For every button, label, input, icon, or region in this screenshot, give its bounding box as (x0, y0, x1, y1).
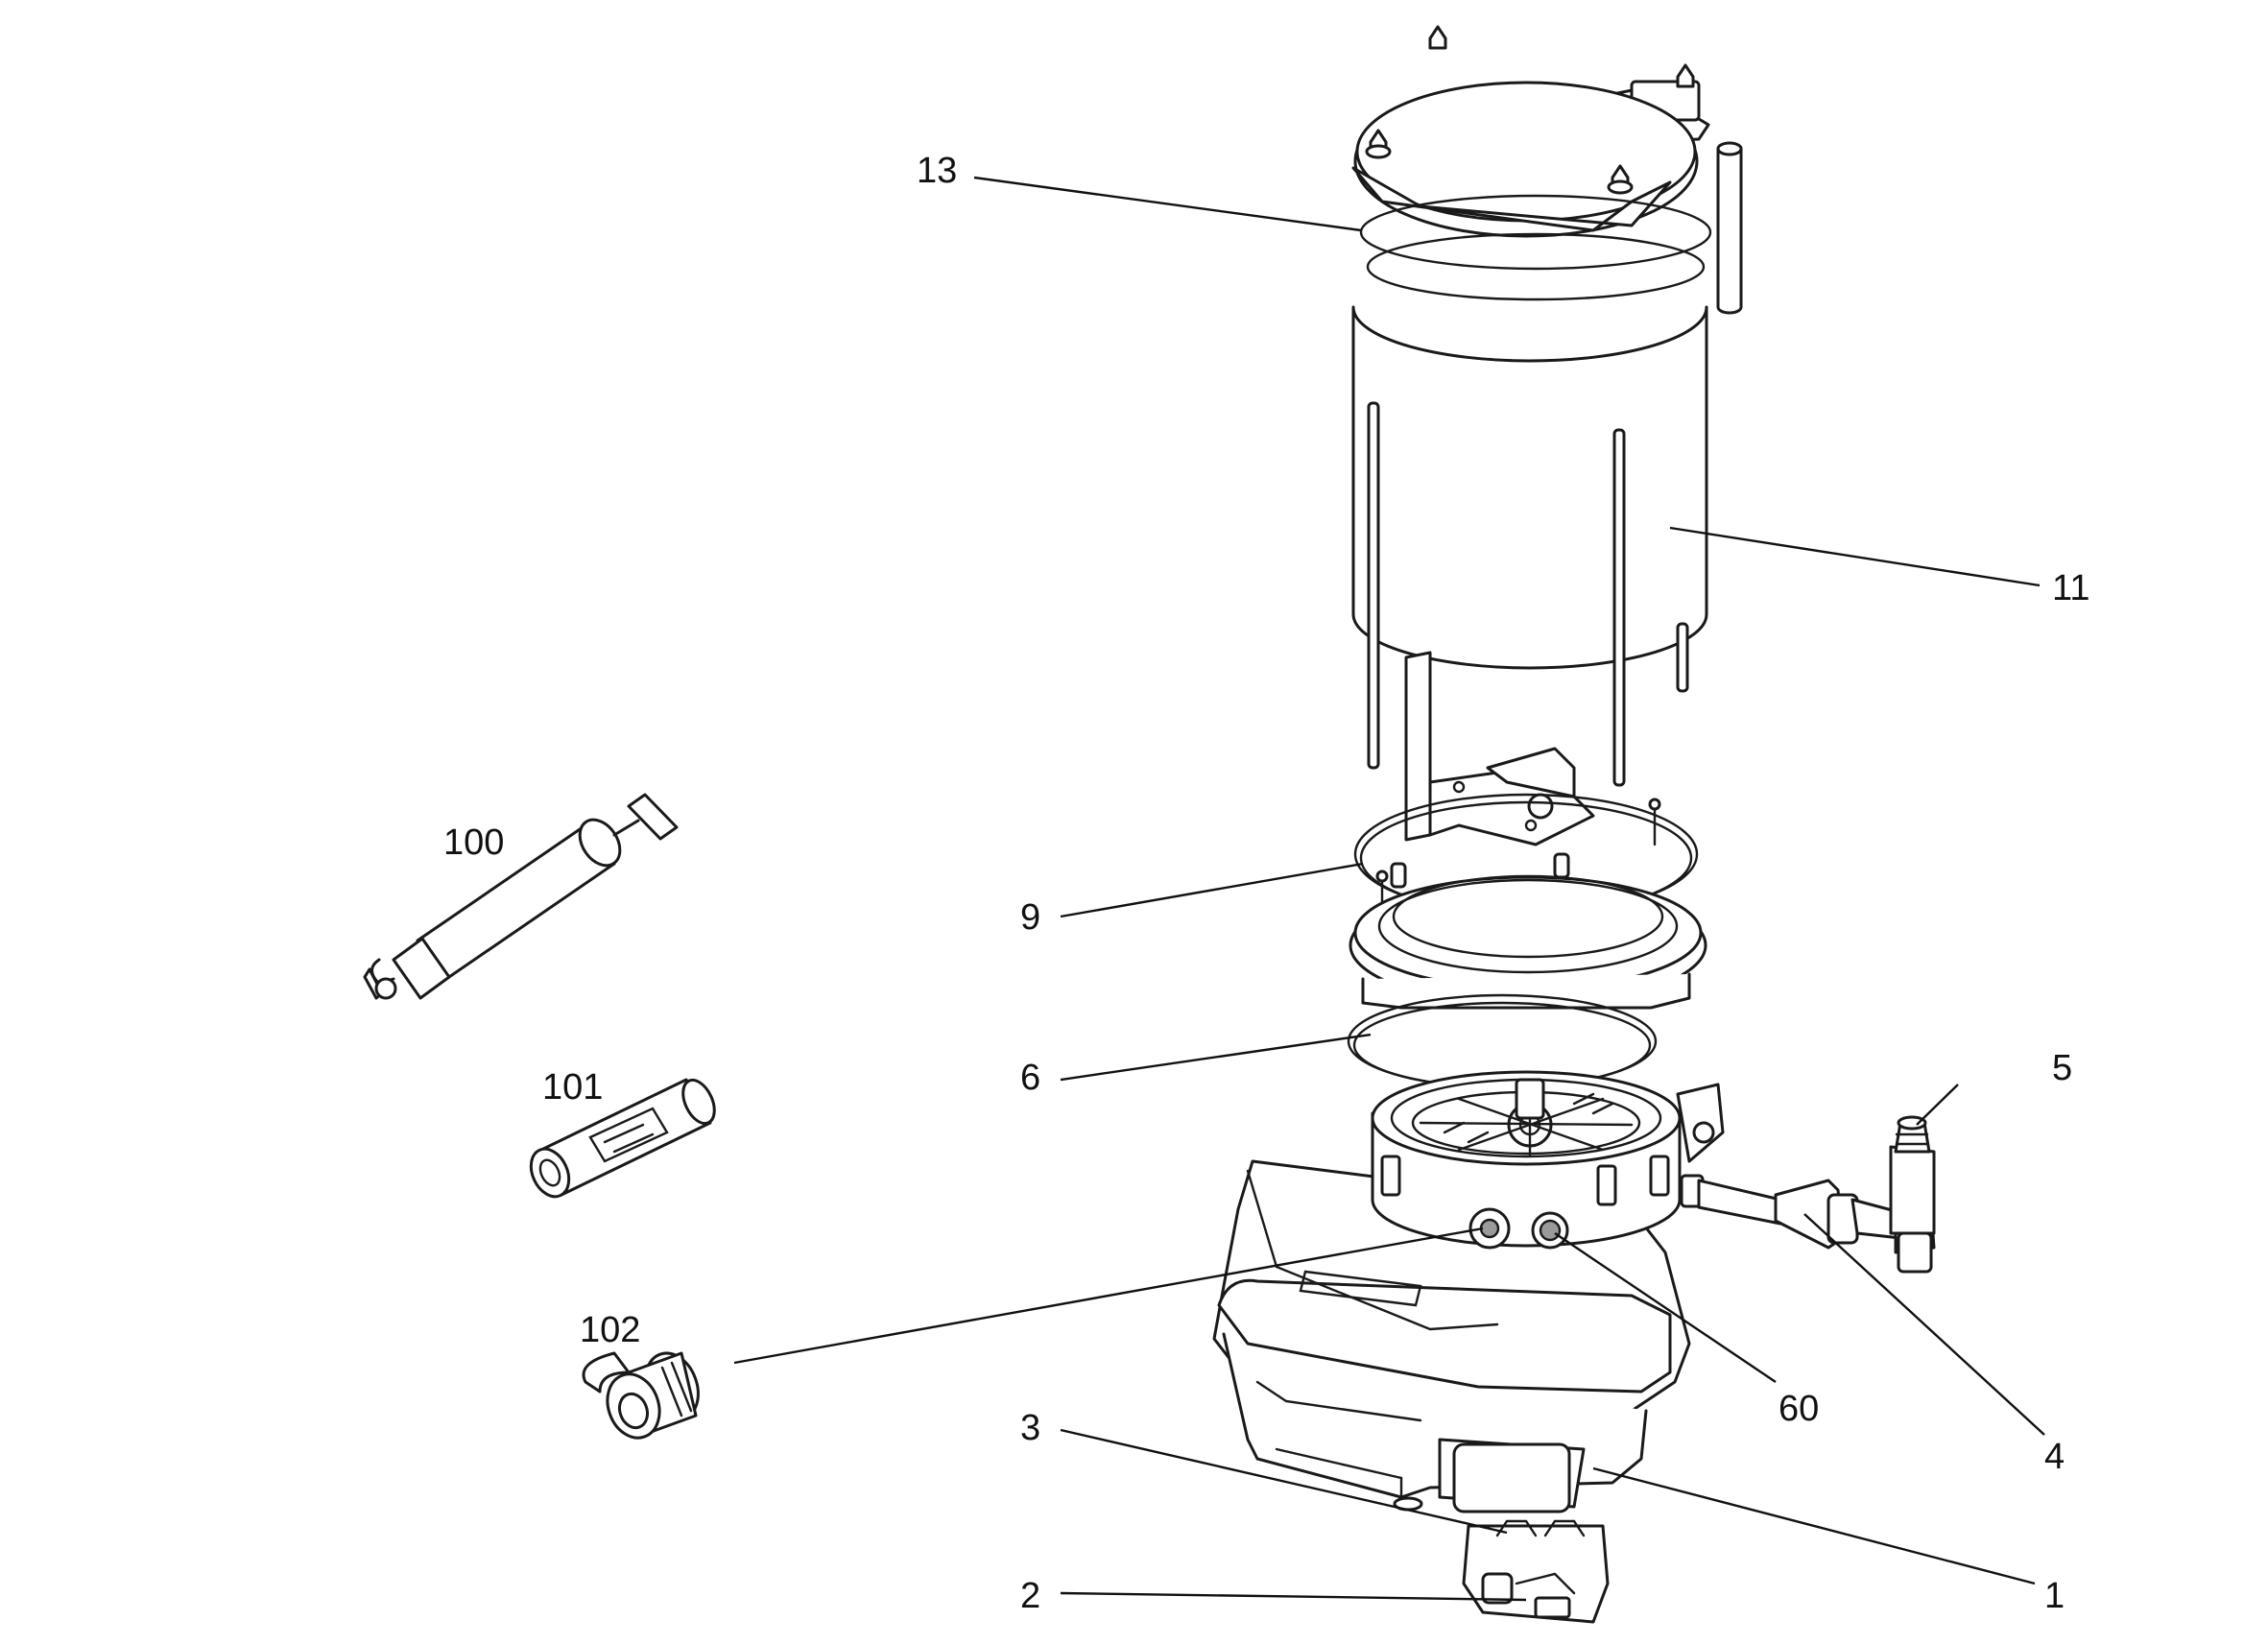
tie-rods (1367, 401, 1689, 787)
follower-bracket (1404, 651, 1595, 846)
callout-1: 1 (2044, 1576, 2065, 1616)
callout-11: 11 (2052, 568, 2089, 608)
callout-60: 60 (1779, 1389, 1819, 1429)
callout-4: 4 (2044, 1437, 2065, 1477)
callout-labels: 13 11 100 9 101 6 5 102 60 3 4 2 1 (443, 151, 2089, 1616)
callout-9: 9 (1020, 897, 1040, 938)
callout-3: 3 (1020, 1408, 1040, 1448)
flange-ring (1349, 852, 1707, 1010)
reservoir-cover (1351, 25, 1710, 238)
cap-nuts (1365, 25, 1695, 195)
reservoir-cylinder (1351, 305, 1708, 683)
callout-100: 100 (443, 822, 504, 863)
protective-cap (582, 1351, 700, 1440)
callout-6: 6 (1020, 1058, 1040, 1098)
grease-cartridge (529, 1078, 716, 1199)
pump-head (1371, 1070, 1725, 1250)
cover-gasket-ring-inner (1366, 232, 1706, 301)
cover-gasket-ring (1359, 194, 1712, 271)
callout-2: 2 (1020, 1576, 1040, 1616)
callout-101: 101 (542, 1067, 603, 1108)
pump-element-fittings (1680, 1115, 1936, 1274)
flange-bolts (1375, 798, 1661, 947)
vent-tube (1716, 141, 1743, 315)
callout-5: 5 (2052, 1048, 2072, 1088)
electrical-connector (1462, 1519, 1610, 1624)
callout-102: 102 (580, 1310, 640, 1350)
callout-13: 13 (917, 151, 957, 191)
grease-gun (363, 793, 679, 1000)
leader-lines (733, 176, 2045, 1602)
